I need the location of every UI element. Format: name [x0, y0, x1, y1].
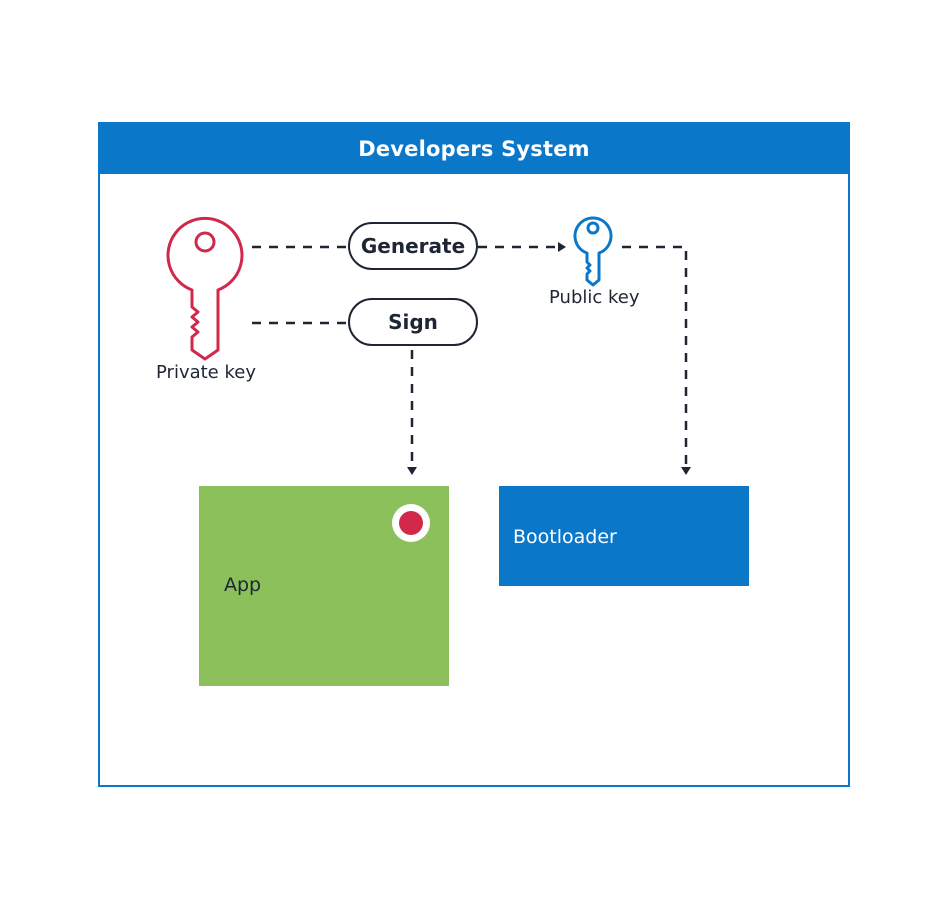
bootloader-label: Bootloader: [513, 526, 617, 548]
private-key-label: Private key: [156, 362, 256, 383]
app-label: App: [224, 574, 262, 596]
app-box[interactable]: App: [199, 486, 449, 686]
arrowhead-bootloader: [681, 467, 691, 475]
generate-button[interactable]: Generate: [348, 222, 478, 270]
frame-header: Developers System: [100, 124, 848, 174]
app-signature-dot-icon: [392, 504, 430, 542]
bootloader-box[interactable]: Bootloader: [499, 486, 749, 586]
arrowhead-app: [407, 467, 417, 475]
public-key-icon: [573, 216, 613, 287]
pubkey-to-bootloader-connector: [622, 245, 688, 467]
arrowhead-pubkey: [558, 242, 566, 252]
sign-button[interactable]: Sign: [348, 298, 478, 346]
frame-title: Developers System: [358, 137, 590, 161]
private-key-icon: [166, 216, 244, 361]
public-key-label: Public key: [549, 287, 640, 308]
